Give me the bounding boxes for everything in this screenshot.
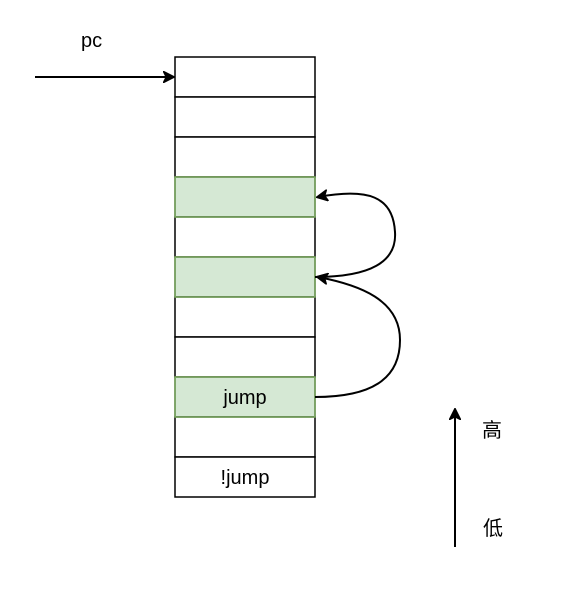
low-label: 低 [483,516,503,540]
memory-cell [174,56,316,98]
memory-cell [174,336,316,378]
memory-cell-highlighted [174,256,316,298]
memory-stack: jump !jump [174,56,316,498]
memory-cell [174,216,316,258]
memory-cell-highlighted [174,176,316,218]
jump-arrow-to-upper-green-cell [315,194,397,278]
memory-cell [174,96,316,138]
memory-cell [174,136,316,178]
memory-cell-label: !jump [221,467,270,489]
pc-label: pc [81,30,102,52]
memory-cell-label: jump [222,387,266,409]
memory-cell [174,296,316,338]
memory-cell [174,416,316,458]
jump-arrow-to-lower-green-cell [315,277,402,398]
high-label: 高 [482,418,502,442]
memory-cell [174,456,316,498]
